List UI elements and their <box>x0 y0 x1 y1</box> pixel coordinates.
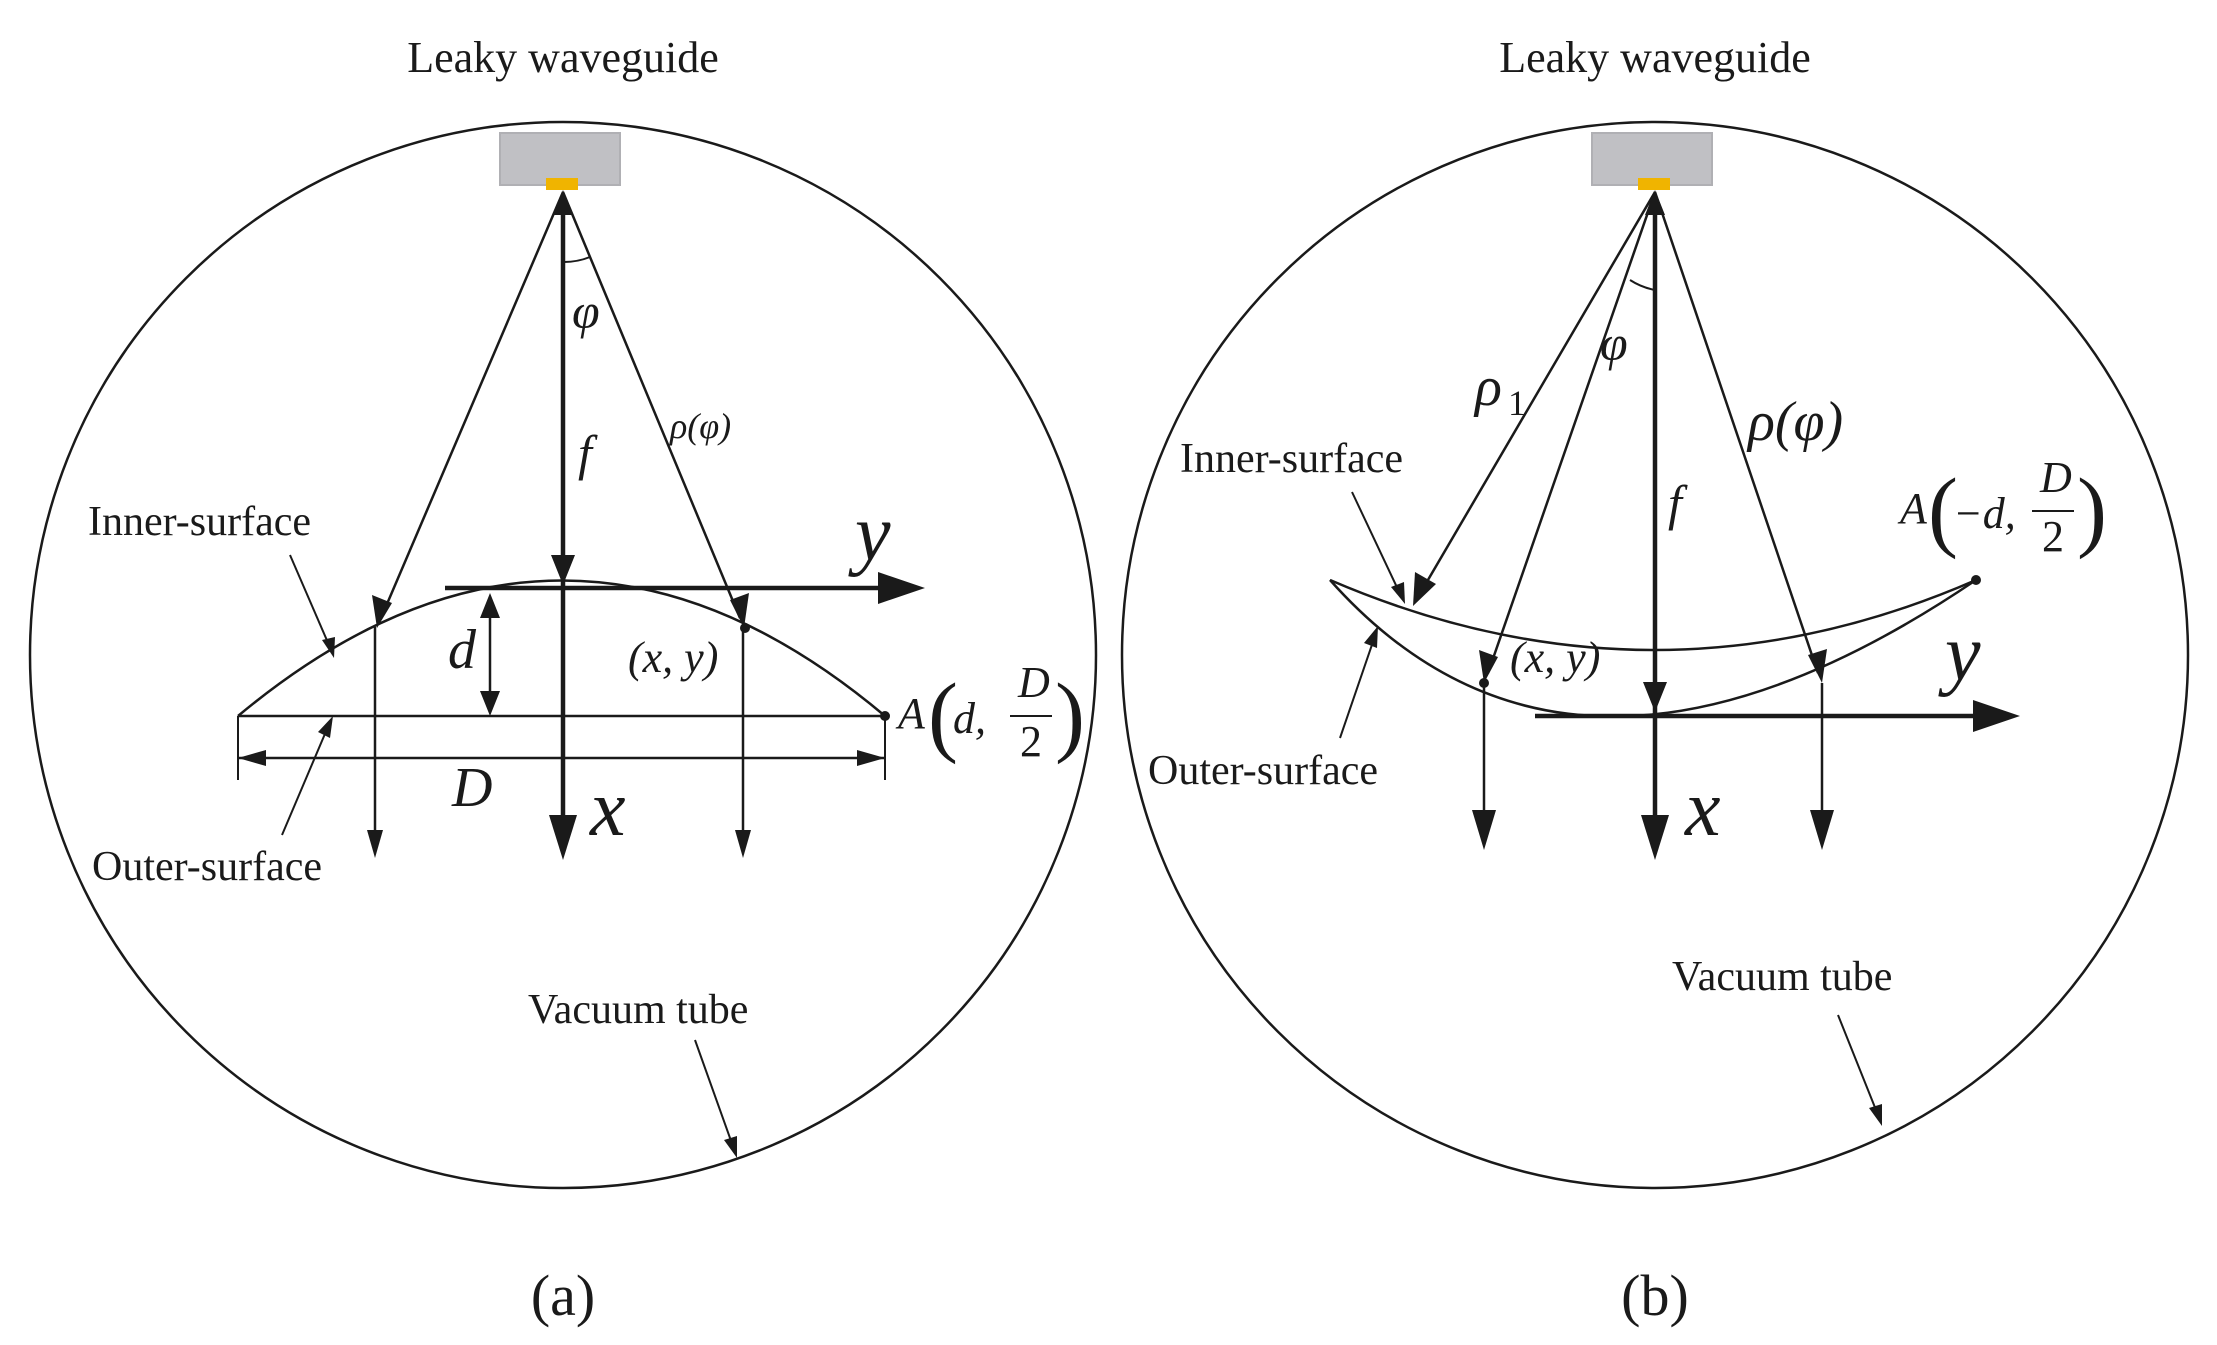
x-axis-label-a: x <box>589 765 626 853</box>
ray-right-a <box>561 191 742 619</box>
y-axis-label-b: y <box>1938 610 1981 698</box>
rho-phi-label-b: ρ(φ) <box>1746 391 1843 453</box>
ray-rho1-head-b <box>1413 572 1436 606</box>
point-xy-label-a: (x, y) <box>628 633 718 682</box>
point-A-first-coord-a: d, <box>953 694 986 743</box>
point-A-close-bracket-b: ) <box>2077 461 2107 560</box>
waveguide-slot-a <box>546 178 578 190</box>
point-A-denominator-a: 2 <box>1020 717 1042 766</box>
caption-b: (b) <box>1621 1263 1689 1328</box>
inner-surface-label-b: Inner-surface <box>1180 436 1403 482</box>
vacuum-tube-pointer-head-a <box>724 1136 737 1158</box>
output-ray-left-head-b <box>1472 810 1496 850</box>
y-axis-label-a: y <box>848 490 891 578</box>
point-A-close-bracket-a: ) <box>1055 666 1085 765</box>
vacuum-tube-pointer-a <box>694 1039 736 1153</box>
D-label-a: D <box>451 757 492 819</box>
f-label-a: f <box>578 425 598 481</box>
point-xy-dot-b <box>1479 678 1489 688</box>
ray-right-b <box>1653 191 1820 674</box>
panel-b: Leaky waveguide <box>1120 33 2190 1328</box>
inner-surface-pointer-head-a <box>322 637 335 658</box>
point-A-dot-b <box>1971 575 1981 585</box>
waveguide-slot-b <box>1638 178 1670 190</box>
rho1-subscript-b: 1 <box>1508 383 1526 423</box>
focal-axis-mid-head-a <box>551 555 575 585</box>
waveguide-body-a <box>499 132 621 186</box>
vacuum-tube-circle-b <box>1120 120 2190 1190</box>
vacuum-tube-circle-a <box>28 120 1098 1190</box>
focal-axis-top-head-a <box>553 190 573 215</box>
output-ray-right-head-b <box>1810 810 1834 850</box>
phi-label-b: φ <box>1600 315 1628 371</box>
point-A-label-b: A <box>1897 484 1928 533</box>
ray-left-b <box>1486 191 1657 674</box>
y-axis-head-b <box>1973 700 2020 732</box>
point-A-first-coord-b: −d, <box>1953 489 2016 538</box>
point-A-dot-a <box>880 711 890 721</box>
x-axis-head-a <box>549 815 577 860</box>
outer-surface-pointer-head-a <box>318 716 333 738</box>
ray-right-head-a <box>730 593 749 628</box>
point-A-label-a: A <box>895 689 926 738</box>
inner-surface-pointer-a <box>289 554 333 653</box>
vacuum-tube-label-a: Vacuum tube <box>528 987 748 1033</box>
point-A-denominator-b: 2 <box>2042 512 2064 561</box>
outer-surface-pointer-head-b <box>1364 626 1378 648</box>
outer-surface-label-b: Outer-surface <box>1148 748 1378 794</box>
point-A-open-bracket-b: ( <box>1928 461 1958 560</box>
output-ray-right-head-a <box>735 830 751 858</box>
inner-surface-pointer-head-b <box>1391 582 1405 604</box>
x-axis-label-b: x <box>1684 765 1721 853</box>
focal-axis-mid-head-b <box>1643 682 1667 712</box>
vacuum-tube-label-b: Vacuum tube <box>1672 954 1892 1000</box>
point-xy-label-b: (x, y) <box>1510 633 1600 682</box>
d-dimension-top-head-a <box>480 593 500 618</box>
inner-surface-label-a: Inner-surface <box>88 499 311 545</box>
ray-right-head-b <box>1808 649 1827 683</box>
outer-surface-pointer-b <box>1339 632 1377 739</box>
point-A-numerator-a: D <box>1017 658 1050 707</box>
d-dimension-bottom-head-a <box>480 691 500 716</box>
inner-surface-arc-b <box>1329 578 1977 652</box>
vacuum-tube-pointer-head-b <box>1869 1104 1882 1126</box>
point-xy-dot-a <box>740 623 750 633</box>
angle-arc-b <box>1629 279 1656 291</box>
inner-surface-pointer-b <box>1351 491 1403 599</box>
y-axis-head-a <box>878 572 925 604</box>
d-label-a: d <box>448 619 477 681</box>
outer-surface-pointer-a <box>281 721 331 836</box>
outer-surface-label-a: Outer-surface <box>92 844 322 890</box>
ray-left-head-b <box>1479 650 1498 683</box>
caption-a: (a) <box>531 1263 595 1328</box>
outer-surface-arc-b <box>1329 578 1977 718</box>
output-ray-left-head-a <box>367 830 383 858</box>
waveguide-title-a: Leaky waveguide <box>407 33 719 82</box>
rho1-label-b: ρ <box>1473 356 1502 418</box>
ray-left-head-a <box>372 595 392 628</box>
point-A-open-bracket-a: ( <box>928 666 958 765</box>
D-dimension-right-head-a <box>857 750 885 766</box>
rho-phi-label-a: ρ(φ) <box>669 406 731 446</box>
ray-left-a <box>379 191 565 619</box>
vacuum-tube-pointer-b <box>1837 1014 1881 1121</box>
waveguide-title-b: Leaky waveguide <box>1499 33 1811 82</box>
point-A-numerator-b: D <box>2039 453 2072 502</box>
focal-axis-top-head-b <box>1645 190 1665 215</box>
D-dimension-left-head-a <box>238 750 266 766</box>
panel-a: Leaky waveguide <box>28 33 1098 1328</box>
f-label-b: f <box>1668 475 1688 531</box>
phi-label-a: φ <box>572 283 600 339</box>
waveguide-body-b <box>1591 132 1713 186</box>
ray-rho1-b <box>1416 191 1657 598</box>
angle-arc-a <box>562 256 591 264</box>
x-axis-head-b <box>1641 815 1669 860</box>
